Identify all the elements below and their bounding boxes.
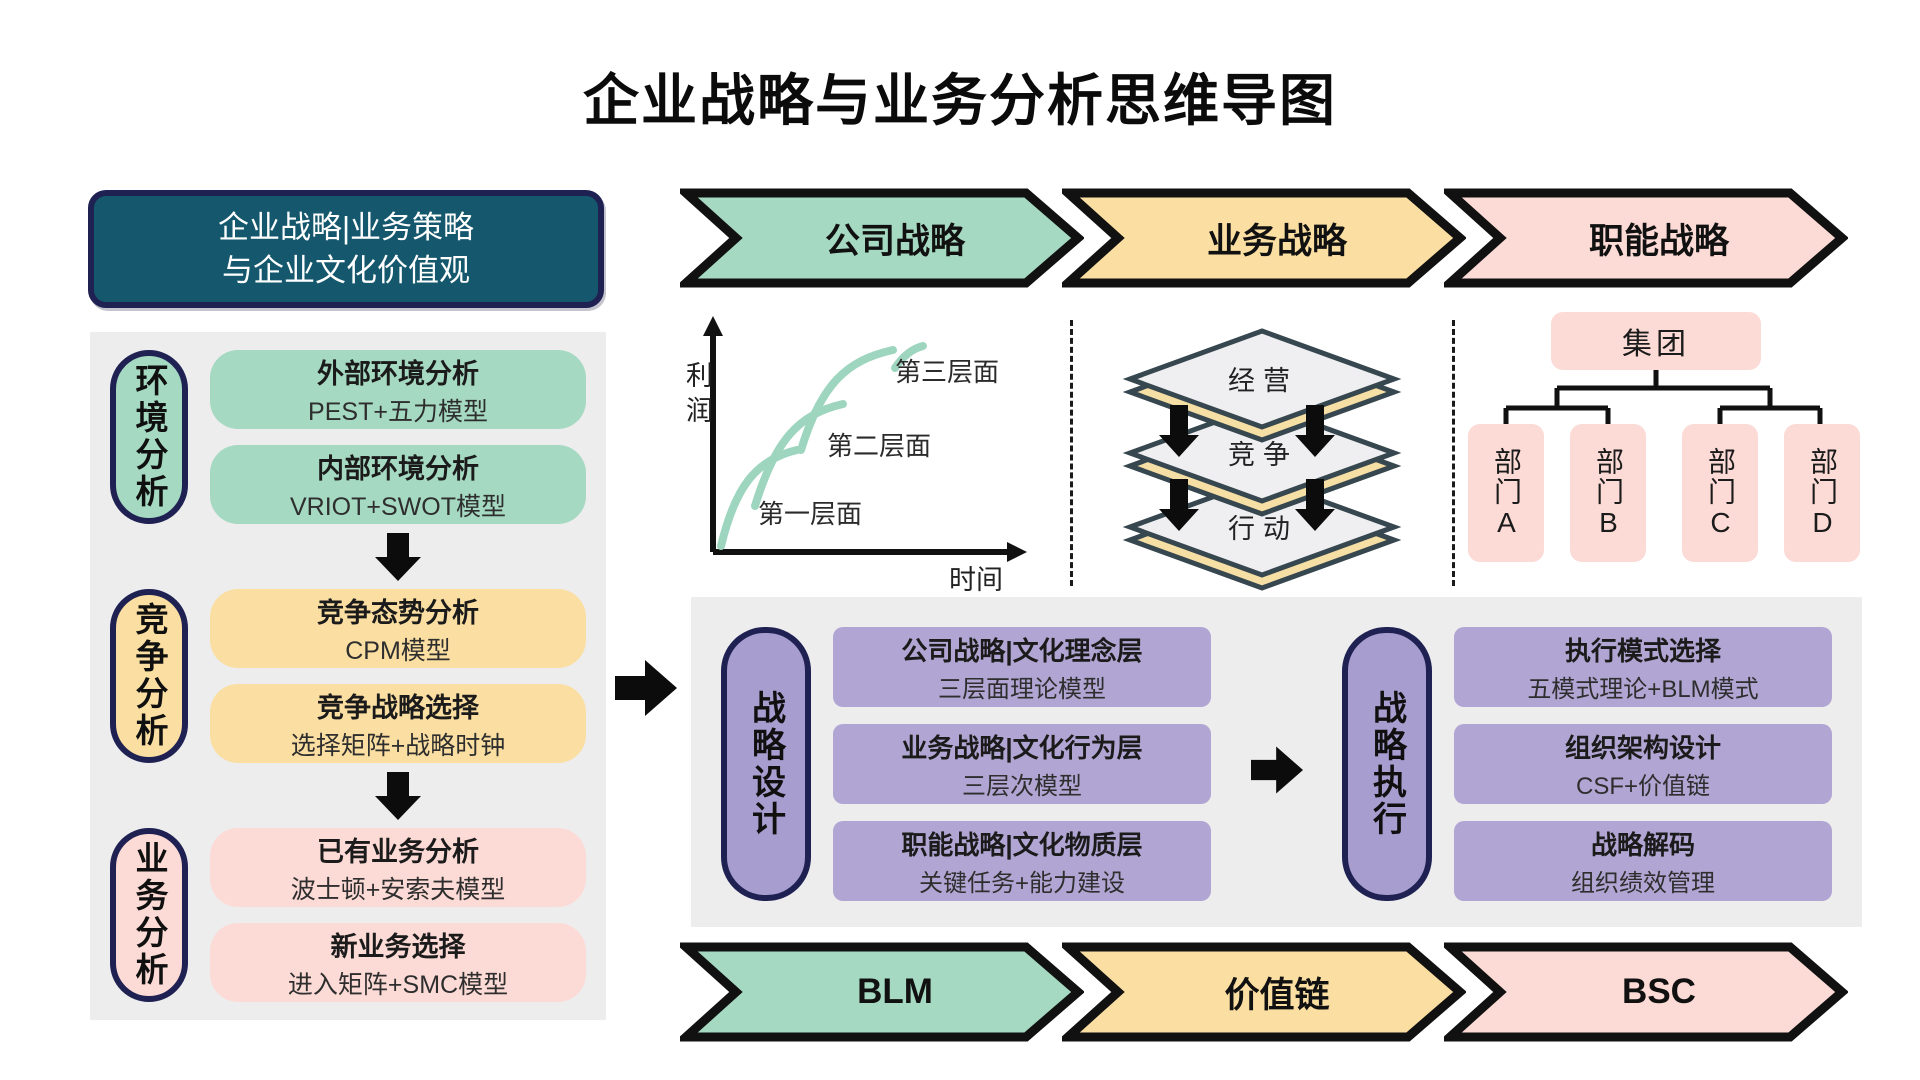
dept-box-b: 部门B [1570, 424, 1646, 562]
down-arrow-icon [375, 532, 421, 581]
org-connector-lines [1503, 370, 1823, 424]
business-strategy-banner: 业务战略 [1062, 188, 1466, 288]
curve-label-2: 第二层面 [827, 431, 932, 461]
growth-curves-plot [703, 316, 1027, 562]
competitive-posture-box: 竞争态势分析 CPM模型 [210, 589, 586, 668]
business-analysis-items: 已有业务分析 波士顿+安索夫模型 新业务选择 进入矩阵+SMC模型 [210, 828, 586, 1002]
strategy-panel: 战略设计 公司战略|文化理念层 三层面理论模型 业务战略|文化行为层 三层次模型… [691, 597, 1862, 927]
internal-environment-box: 内部环境分析 VRIOT+SWOT模型 [210, 445, 586, 524]
environment-analysis-pill: 环境分析 [110, 350, 188, 524]
right-arrow-icon [615, 660, 677, 716]
strategy-execution-pill: 战略执行 [1342, 627, 1432, 901]
value-chain-banner: 价值链 [1062, 942, 1466, 1042]
design-box-functional: 职能战略|文化物质层 关键任务+能力建设 [833, 821, 1211, 901]
corporate-strategy-banner: 公司战略 [680, 188, 1084, 288]
x-axis-label: 时间 [949, 565, 1003, 595]
external-environment-box: 外部环境分析 PEST+五力模型 [210, 350, 586, 429]
bsc-banner: BSC [1444, 942, 1848, 1042]
dashed-divider [1070, 320, 1073, 586]
dept-box-c: 部门C [1682, 424, 1758, 562]
functional-strategy-banner: 职能战略 [1444, 188, 1848, 288]
competition-analysis-items: 竞争态势分析 CPM模型 竞争战略选择 选择矩阵+战略时钟 [210, 589, 586, 763]
strategy-design-pill: 战略设计 [721, 627, 811, 901]
profit-time-chart: 利润 时间 第一层面 第二层面 第三层面 [655, 308, 1055, 600]
business-analysis-pill: 业务分析 [110, 828, 188, 1002]
layer-label-action: 行动 [1228, 514, 1298, 544]
competition-analysis-pill: 竞争分析 [110, 589, 188, 763]
dept-box-a: 部门A [1468, 424, 1544, 562]
layer-label-operation: 经营 [1228, 366, 1298, 396]
execution-box-mode: 执行模式选择 五模式理论+BLM模式 [1454, 627, 1832, 707]
layer-label-competition: 竞争 [1228, 440, 1298, 470]
chevron-banner-shape [1062, 188, 1466, 288]
chevron-banner-shape [680, 942, 1084, 1042]
chevron-banner-shape [1062, 942, 1466, 1042]
page-title: 企业战略与业务分析思维导图 [583, 69, 1337, 132]
chevron-banner-shape [1444, 942, 1848, 1042]
design-box-business: 业务战略|文化行为层 三层次模型 [833, 724, 1211, 804]
right-arrow-icon [1251, 746, 1303, 794]
competition-analysis-section: 竞争分析 竞争态势分析 CPM模型 竞争战略选择 选择矩阵+战略时钟 [110, 589, 586, 763]
environment-analysis-section: 环境分析 外部环境分析 PEST+五力模型 内部环境分析 VRIOT+SWOT模… [110, 350, 586, 524]
chevron-banner-shape [680, 188, 1084, 288]
blm-banner: BLM [680, 942, 1084, 1042]
stacked-plates-graphic [1122, 328, 1402, 591]
environment-analysis-items: 外部环境分析 PEST+五力模型 内部环境分析 VRIOT+SWOT模型 [210, 350, 586, 524]
org-chart: 集团 部门A 部门B 部门C 部门D [1468, 312, 1860, 574]
header-line2: 与企业文化价值观 [222, 253, 470, 288]
flow-arrow-row [210, 532, 586, 581]
new-business-box: 新业务选择 进入矩阵+SMC模型 [210, 923, 586, 1002]
y-axis-label: 利润 [682, 361, 712, 431]
chevron-banner-shape [1444, 188, 1848, 288]
execution-box-structure: 组织架构设计 CSF+价值链 [1454, 724, 1832, 804]
flow-arrow-row [210, 771, 586, 820]
dashed-divider [1452, 320, 1455, 586]
design-box-corporate: 公司战略|文化理念层 三层面理论模型 [833, 627, 1211, 707]
strategy-layers-diagram: 经营 竞争 行动 [1082, 315, 1444, 593]
business-analysis-section: 业务分析 已有业务分析 波士顿+安索夫模型 新业务选择 进入矩阵+SMC模型 [110, 828, 586, 1002]
org-root-box: 集团 [1551, 312, 1761, 370]
header-line1: 企业战略|业务策略 [217, 209, 475, 245]
curve-label-1: 第一层面 [758, 499, 863, 529]
analysis-panel: 环境分析 外部环境分析 PEST+五力模型 内部环境分析 VRIOT+SWOT模… [90, 332, 606, 1020]
execution-box-decode: 战略解码 组织绩效管理 [1454, 821, 1832, 901]
dept-box-d: 部门D [1784, 424, 1860, 562]
existing-business-box: 已有业务分析 波士顿+安索夫模型 [210, 828, 586, 907]
curve-label-3: 第三层面 [895, 357, 1000, 387]
competitive-strategy-box: 竞争战略选择 选择矩阵+战略时钟 [210, 684, 586, 763]
strategy-culture-header: 企业战略|业务策略 与企业文化价值观 [88, 190, 604, 308]
down-arrow-icon [375, 771, 421, 820]
